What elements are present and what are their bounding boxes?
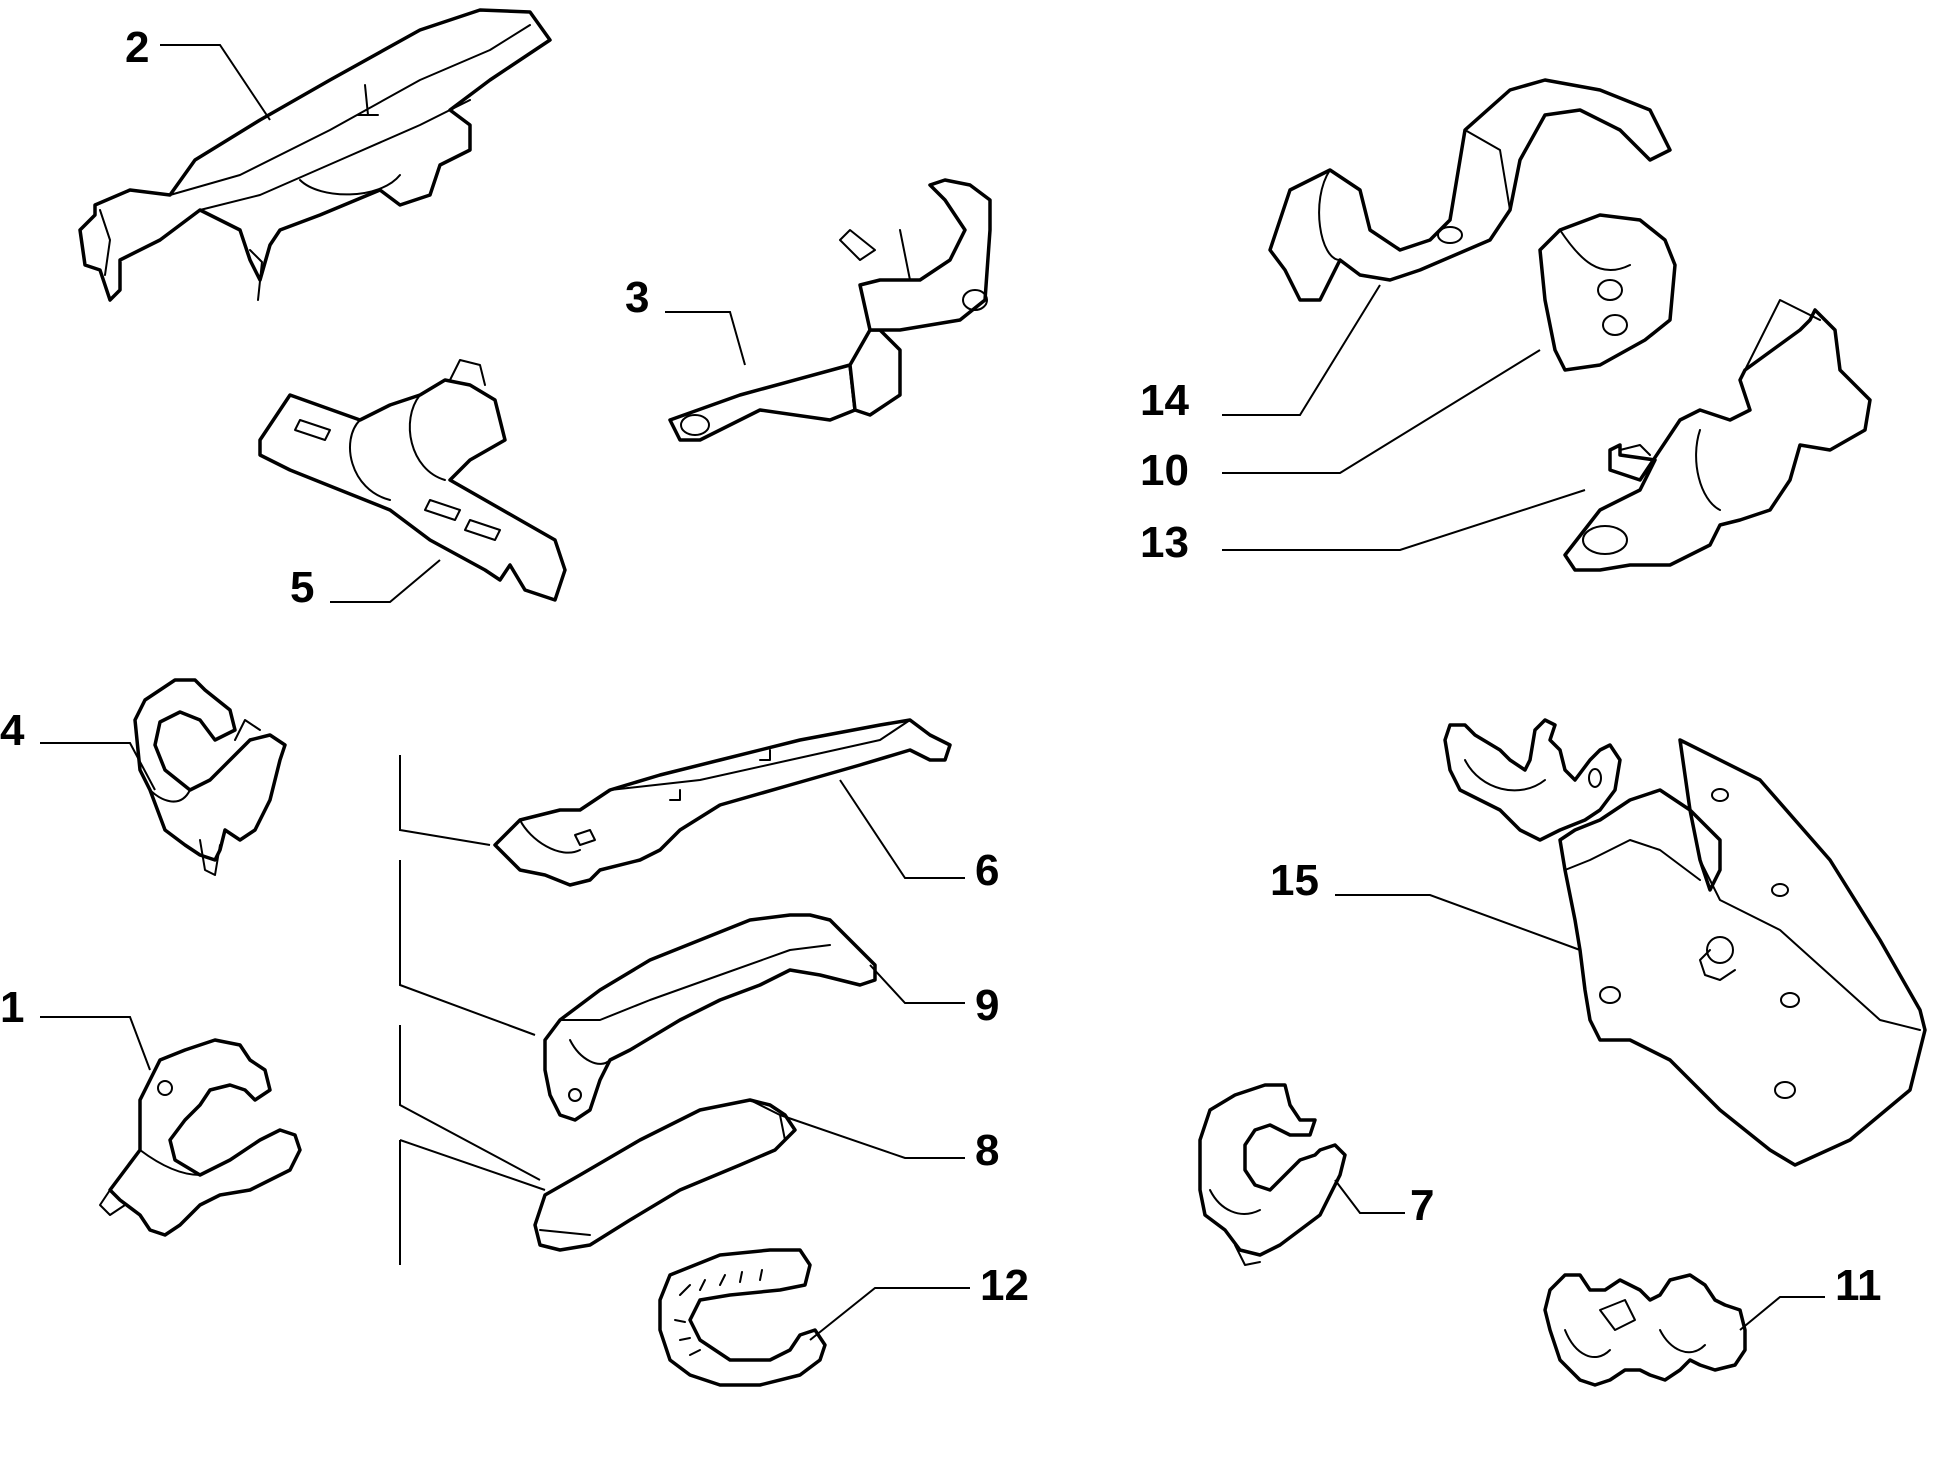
part-15-drawing — [1443, 718, 1927, 1167]
part-1-drawing — [99, 1038, 302, 1237]
part-10-drawing — [1538, 213, 1677, 372]
callout-12: 12 — [980, 1261, 1029, 1310]
callout-3: 3 — [625, 273, 649, 322]
callout-14: 14 — [1140, 376, 1189, 425]
part-12-drawing — [658, 1248, 827, 1387]
callout-11: 11 — [1835, 1261, 1882, 1310]
part-4-drawing — [133, 678, 287, 876]
callout-2: 2 — [125, 23, 149, 72]
part-7-drawing — [1198, 1083, 1347, 1266]
callout-6: 6 — [975, 846, 999, 895]
part-8-drawing — [533, 1098, 797, 1252]
part-14-drawing — [1268, 78, 1672, 302]
callout-labels: 2 3 5 14 10 13 4 1 6 9 8 12 7 11 15 — [0, 23, 1882, 1310]
leader-lines — [40, 44, 1825, 1341]
part-11-drawing — [1543, 1273, 1747, 1387]
part-13-drawing — [1563, 299, 1872, 572]
callout-8: 8 — [975, 1126, 999, 1175]
part-6-drawing — [493, 718, 952, 887]
grouping-bracket-lines — [399, 755, 546, 1265]
callout-9: 9 — [975, 981, 999, 1030]
callout-15: 15 — [1270, 856, 1319, 905]
callout-4: 4 — [0, 706, 25, 755]
callout-7: 7 — [1410, 1181, 1434, 1230]
part-5-drawing — [258, 359, 567, 602]
callout-5: 5 — [290, 563, 314, 612]
callout-10: 10 — [1140, 446, 1189, 495]
callout-1: 1 — [0, 983, 24, 1032]
part-3-drawing — [668, 178, 992, 442]
part-2-drawing — [78, 8, 552, 302]
part-9-drawing — [543, 913, 877, 1122]
callout-13: 13 — [1140, 518, 1189, 567]
